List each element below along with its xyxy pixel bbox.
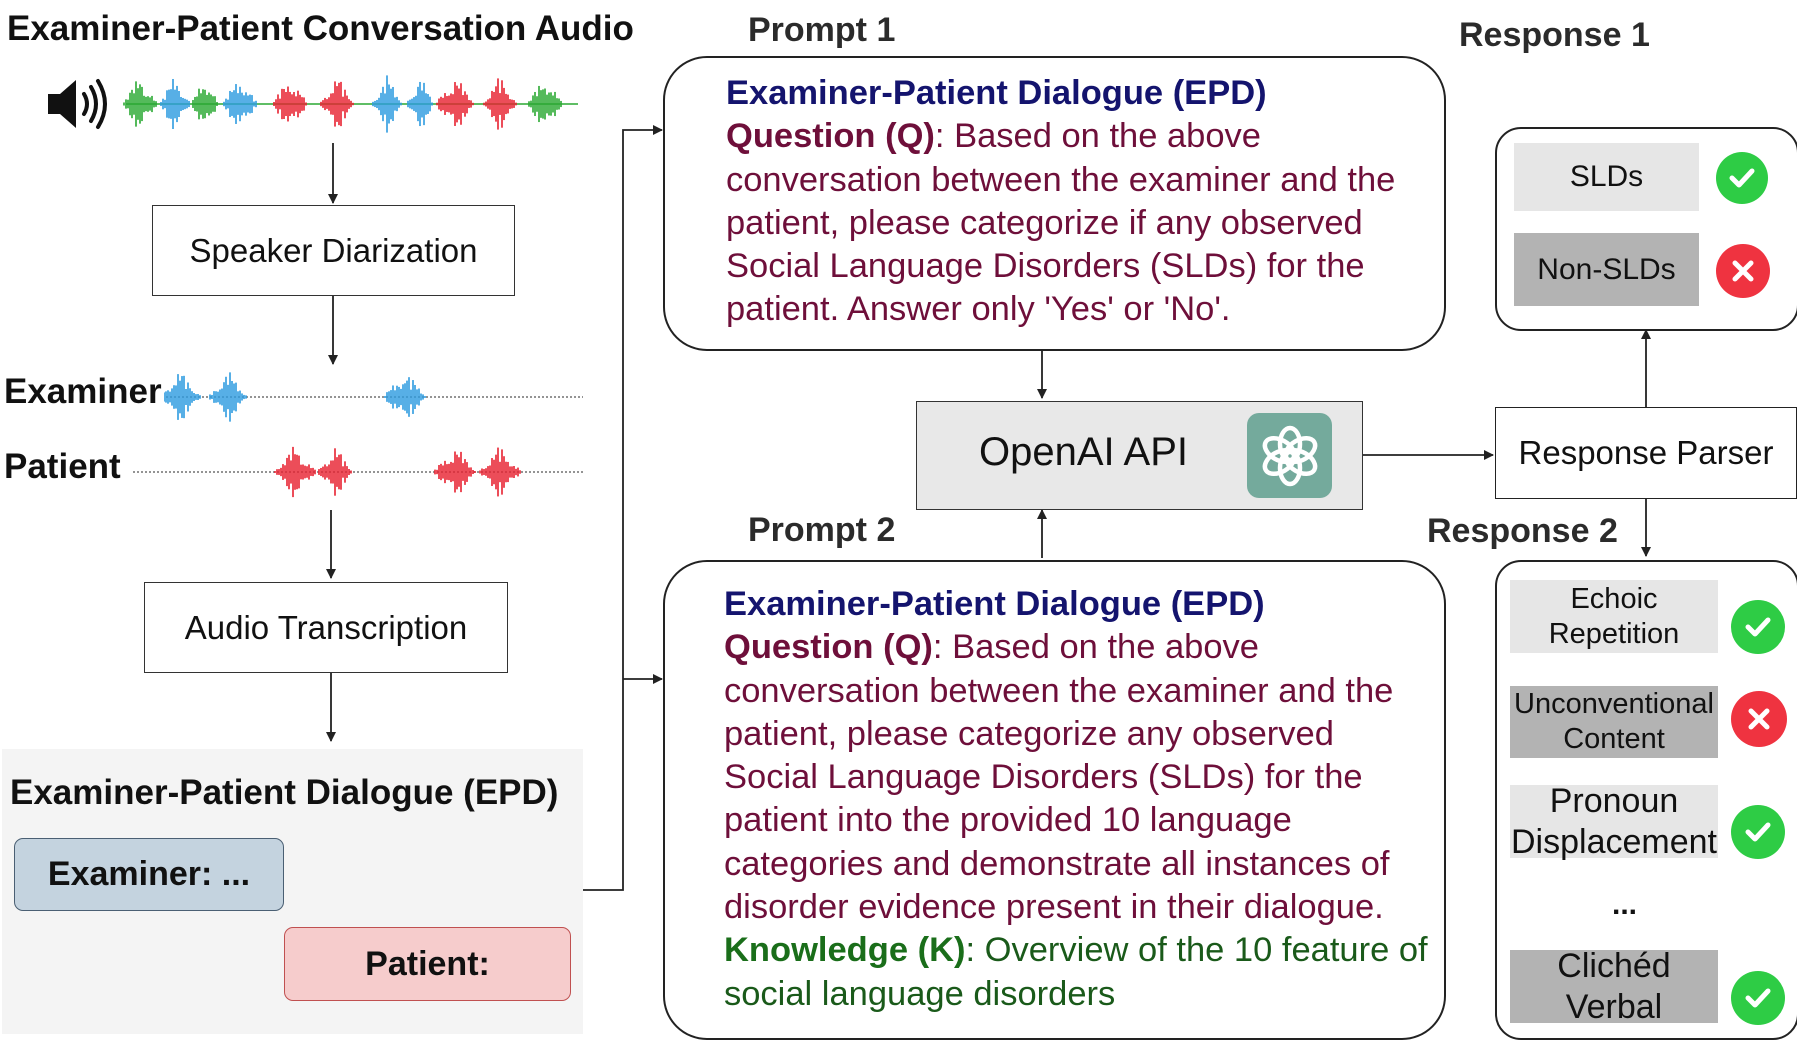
cross-icon [1716, 244, 1770, 298]
prompt1-epd: Examiner-Patient Dialogue (EPD) [726, 74, 1267, 112]
patient-waveform-burst [318, 448, 352, 496]
response2-item-pronoun-displacement: Pronoun Displacement [1510, 781, 1718, 861]
conversation-waveform-burst [123, 81, 157, 127]
audio-waveform [123, 75, 562, 498]
prompt1-heading: Prompt 1 [748, 11, 896, 49]
patient-track-label: Patient [4, 447, 125, 487]
conversation-waveform-burst [273, 86, 307, 122]
conversation-waveform-burst [372, 75, 402, 133]
check-icon [1731, 600, 1785, 654]
audio-transcription-label: Audio Transcription [184, 608, 468, 646]
response1-heading: Response 1 [1459, 16, 1650, 54]
conversation-waveform-burst [528, 85, 562, 123]
conversation-waveform-burst [436, 82, 474, 126]
patient-waveform-burst [479, 447, 521, 497]
examiner-waveform-burst [384, 377, 426, 417]
prompt2-box [663, 560, 1446, 1040]
epd-panel: Examiner-Patient Dialogue (EPD) Examiner… [2, 749, 583, 1034]
audio-title: Examiner-Patient Conversation Audio [7, 9, 634, 48]
check-icon [1731, 805, 1785, 859]
examiner-waveform-burst [159, 374, 201, 420]
conversation-waveform-burst [192, 88, 218, 120]
prompt2-text: Examiner-Patient Dialogue (EPD) Question… [724, 583, 1436, 1016]
response2-item-unconventional-content: Unconventional Content [1510, 686, 1718, 758]
response2-item-cliched-verbal: Clichéd Verbal [1510, 947, 1718, 1026]
patient-waveform-burst [274, 446, 316, 498]
openai-api-box: OpenAI API [916, 401, 1363, 510]
check-icon [1731, 971, 1785, 1025]
response1-item-non-slds: Non-SLDs [1514, 233, 1699, 306]
prompt2-epd: Examiner-Patient Dialogue (EPD) [724, 585, 1265, 623]
prompt2-question-text: : Based on the above conversation betwee… [724, 628, 1394, 927]
response1-item-slds: SLDs [1514, 143, 1699, 211]
response2-ellipsis: ... [1612, 888, 1638, 921]
patient-waveform-burst [434, 451, 476, 493]
response2-heading: Response 2 [1427, 512, 1618, 550]
prompt1-text: Examiner-Patient Dialogue (EPD) Question… [726, 72, 1436, 332]
prompt1-question-text: : Based on the above conversation betwee… [726, 117, 1396, 329]
check-icon [1716, 152, 1768, 204]
openai-api-label: OpenAI API [979, 430, 1189, 474]
prompt1-box [663, 56, 1446, 351]
conversation-waveform-burst [160, 78, 190, 130]
examiner-waveform-burst [209, 372, 247, 422]
conversation-waveform-burst [223, 84, 257, 124]
prompt2-knowledge-text: : Overview of the 10 feature of social l… [724, 931, 1428, 1013]
prompt2-knowledge-label: Knowledge (K) [724, 931, 966, 970]
response2-item-echoic-repetition: Echoic Repetition [1510, 580, 1718, 653]
epd-panel-title: Examiner-Patient Dialogue (EPD) [10, 773, 559, 812]
audio-transcription-box: Audio Transcription [144, 582, 508, 673]
prompt1-question-label: Question (Q) [726, 117, 935, 156]
openai-logo-icon [1247, 413, 1332, 498]
conversation-waveform-burst [407, 81, 433, 127]
speaker-diarization-label: Speaker Diarization [189, 231, 478, 269]
prompt2-question-label: Question (Q) [724, 628, 933, 667]
prompt2-heading: Prompt 2 [748, 511, 896, 549]
patient-bubble: Patient: [284, 927, 571, 1001]
conversation-waveform-burst [320, 81, 354, 127]
speaker-icon [48, 79, 107, 129]
examiner-track-label: Examiner [4, 372, 164, 412]
speaker-diarization-box: Speaker Diarization [152, 205, 515, 296]
response-parser-label: Response Parser [1518, 434, 1774, 471]
cross-icon [1731, 691, 1787, 747]
examiner-bubble: Examiner: ... [14, 838, 284, 911]
response-parser-box: Response Parser [1495, 407, 1797, 499]
conversation-waveform-burst [483, 78, 517, 130]
